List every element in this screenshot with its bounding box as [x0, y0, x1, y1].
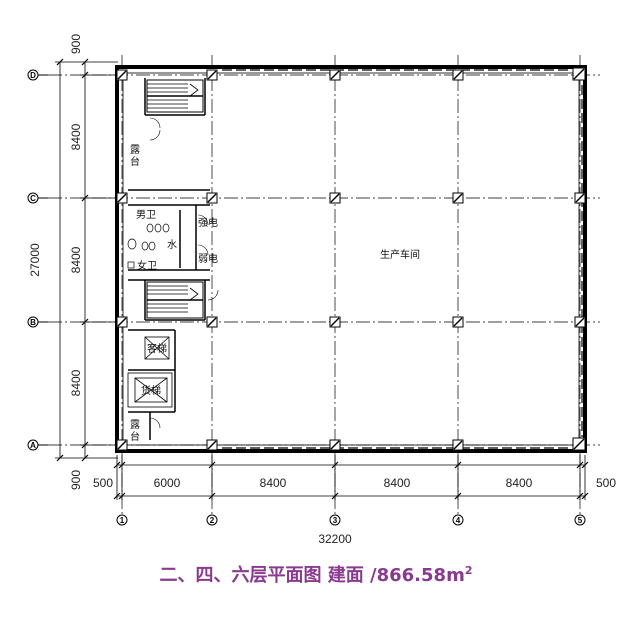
- dim-vertical-b-a: 8400: [69, 369, 83, 396]
- womens-wc-label: 女卫: [137, 259, 157, 272]
- weak-current-label: 弱电: [198, 252, 218, 265]
- dim-horizontal-right-offset: 500: [596, 476, 616, 490]
- dim-horizontal-left-offset: 500: [93, 476, 113, 490]
- passenger-lift-symbol: [144, 336, 170, 360]
- row-axis-markers: [27, 69, 48, 451]
- axis-label-row-c: C: [30, 194, 36, 203]
- workshop-label: 生产车间: [380, 248, 420, 261]
- horizontal-dimension-chain: [113, 455, 589, 500]
- freight-lift-label: 货梯: [141, 384, 161, 397]
- axis-label-row-d: D: [30, 71, 36, 80]
- dim-vertical-d-c: 8400: [69, 123, 83, 150]
- axis-label-col-5: 5: [578, 516, 583, 525]
- axis-label-col-4: 4: [456, 516, 461, 525]
- stair-middle: [146, 281, 204, 319]
- column-axis-markers: [116, 514, 586, 526]
- dim-horizontal-3-4: 8400: [384, 476, 411, 490]
- terrace-top-label-2: 台: [130, 155, 140, 168]
- dim-overall-horizontal: 32200: [318, 532, 352, 546]
- dim-horizontal-1-2: 6000: [154, 476, 181, 490]
- axis-label-row-b: B: [30, 318, 36, 327]
- wc-fixtures: [127, 223, 170, 269]
- water-label: 水: [167, 239, 177, 251]
- strong-current-label: 强电: [198, 216, 218, 229]
- structural-columns: [116, 67, 586, 451]
- vertical-dimension-chain: [55, 58, 118, 462]
- plan-caption: 二、四、六层平面图 建面 /866.58m2: [0, 561, 632, 587]
- terrace-bottom-label-2: 台: [130, 430, 140, 443]
- core-walls: [128, 78, 210, 440]
- dim-horizontal-2-3: 8400: [260, 476, 287, 490]
- plan-caption-unit: m: [446, 565, 465, 586]
- terrace-bottom-label-1: 露: [130, 419, 140, 431]
- axis-label-col-3: 3: [333, 516, 338, 525]
- axis-label-row-a: A: [30, 441, 36, 450]
- axis-label-col-1: 1: [120, 516, 125, 525]
- axis-label-col-2: 2: [210, 516, 215, 525]
- dim-vertical-c-b: 8400: [69, 246, 83, 273]
- freight-lift-symbol: [127, 372, 173, 408]
- dim-vertical-top: 900: [69, 34, 83, 54]
- passenger-lift-label: 客梯: [147, 342, 167, 355]
- exterior-wall: [115, 65, 587, 453]
- plan-caption-title: 二、四、六层平面图 建面 /866.58: [159, 565, 447, 586]
- grid-axis-lines: [48, 55, 600, 515]
- plan-caption-exponent: 2: [464, 564, 473, 577]
- dim-overall-vertical: 27000: [28, 243, 42, 277]
- mens-wc-label: 男卫: [136, 209, 156, 221]
- dim-vertical-bottom: 900: [69, 470, 83, 490]
- terrace-top-label-1: 露: [130, 144, 140, 156]
- stair-top: [146, 79, 204, 113]
- dim-horizontal-4-5: 8400: [506, 476, 533, 490]
- door-swings: [149, 117, 219, 429]
